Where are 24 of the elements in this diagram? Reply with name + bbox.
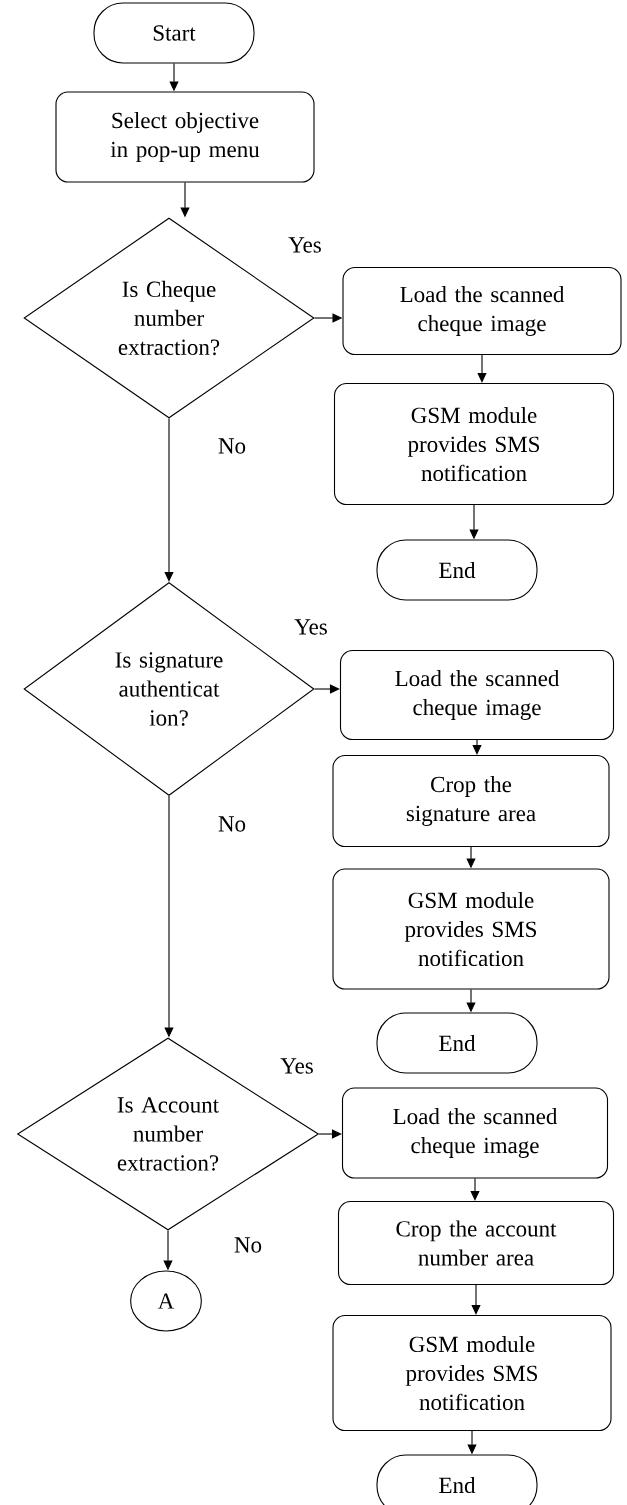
arrow [471,1284,481,1315]
process-box: Crop the signature area [332,754,610,848]
process-box: Select objective in pop-up menu [55,91,315,183]
process-box: GSM module provides SMS notification [332,868,610,990]
process-box: Load the scanned cheque image [339,649,615,741]
arrow [472,739,482,755]
arrow [318,1129,342,1139]
terminal-pill: End [376,1454,538,1505]
process-box: Load the scanned cheque image [341,1087,609,1179]
edge-label: No [216,437,248,455]
terminal-pill: End [376,539,538,601]
arrow [164,418,174,582]
terminal-pill: End [376,1012,538,1074]
edge-label: Yes [279,1057,315,1075]
arrow [470,1178,480,1201]
process-box: GSM module provides SMS notification [333,382,615,506]
terminal-pill: Start [93,2,255,64]
edge-label: No [232,1236,264,1254]
arrow [477,354,487,383]
process-box: GSM module provides SMS notification [332,1314,612,1432]
arrow [314,684,340,694]
process-box: Crop the account number area [337,1200,615,1286]
edge-label: No [216,815,248,833]
process-box: Load the scanned cheque image [342,266,622,356]
